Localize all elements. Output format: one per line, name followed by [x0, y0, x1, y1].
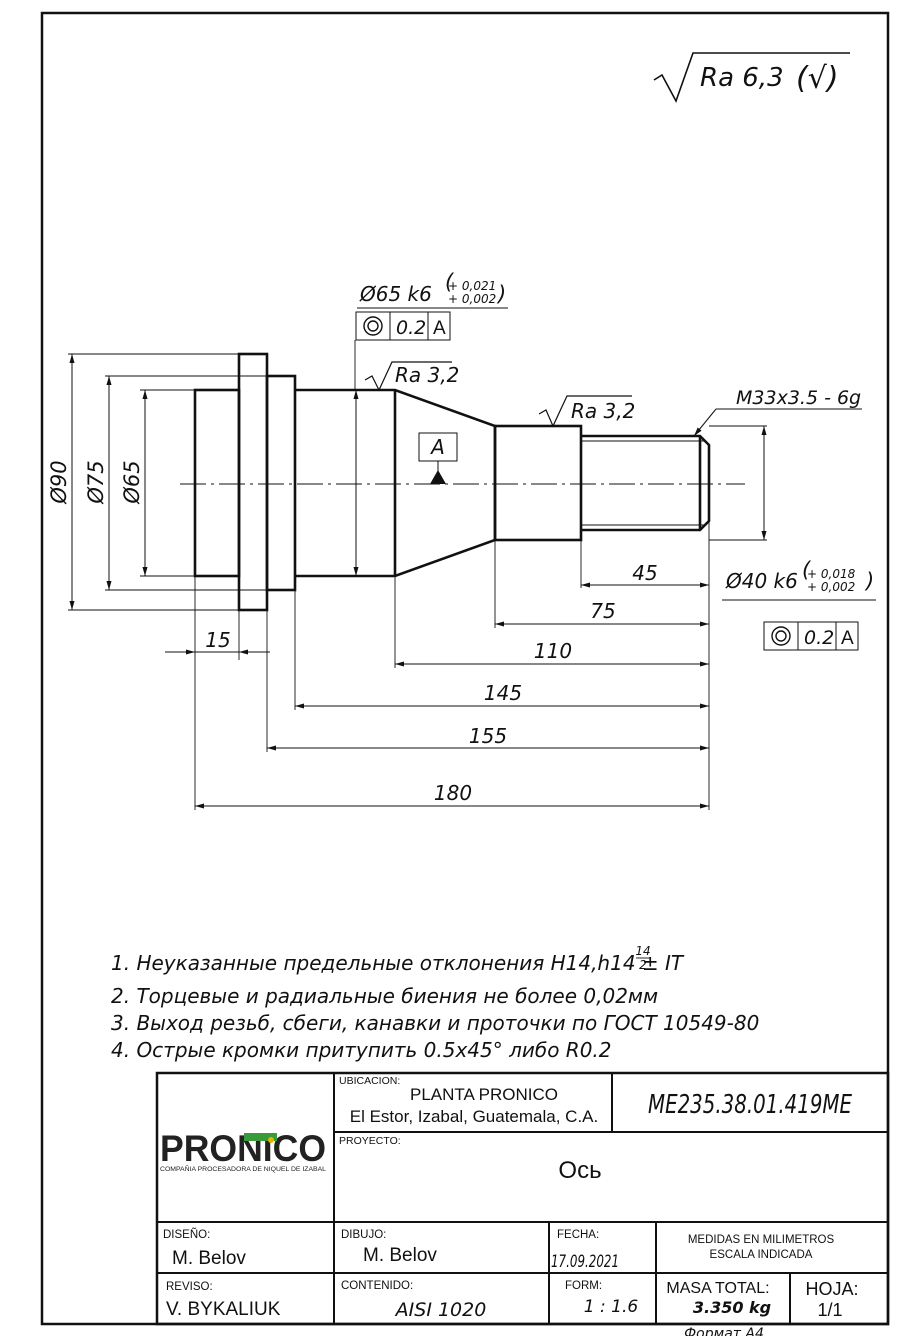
- svg-text:(: (: [445, 270, 454, 294]
- form-label: FORM:: [565, 1280, 602, 1292]
- length-dimensions: 45 75 110 145 155 180 15: [165, 561, 709, 809]
- fecha-value: 17.09.2021: [551, 1252, 619, 1272]
- fit-d40-upper: + 0,018: [807, 567, 856, 581]
- ubicacion-label: UBICACION:: [339, 1075, 400, 1087]
- svg-text:): ): [496, 282, 506, 306]
- drawing-number: ME235.38.01.419ME: [648, 1090, 852, 1120]
- fecha-label: FECHA:: [557, 1229, 599, 1241]
- svg-text:): ): [864, 569, 874, 593]
- masa-value: 3.350 kg: [693, 1298, 771, 1317]
- runout-2-datum: A: [841, 628, 854, 649]
- fit-d40-lower: + 0,002: [807, 580, 855, 594]
- diseno-label: DISEÑO:: [163, 1228, 210, 1241]
- reviso-label: REVISO:: [166, 1281, 213, 1293]
- logo-dot: [268, 1137, 274, 1143]
- logo-green-band: [244, 1133, 277, 1141]
- svg-text:(: (: [802, 558, 811, 582]
- note-1-fraction-num: 14: [635, 944, 650, 958]
- fit-d65-label: Ø65 k6: [359, 282, 432, 306]
- thread-callout: M33x3.5 - 6g: [693, 387, 862, 437]
- dim-d75: Ø75: [84, 460, 108, 504]
- note-3: 3. Выход резьб, сбеги, канавки и проточк…: [111, 1011, 759, 1035]
- datum-a-label: A: [429, 435, 445, 459]
- contenido-value: AISI 1020: [394, 1299, 487, 1321]
- dim-45: 45: [632, 561, 657, 585]
- general-roughness: Ra 6,3 (√): [653, 52, 850, 103]
- thread-label: M33x3.5 - 6g: [736, 387, 861, 409]
- hoja-value: 1/1: [817, 1300, 842, 1320]
- roughness-mark-2: Ra 3,2: [538, 395, 635, 428]
- fit-d65-lower: + 0,002: [448, 292, 496, 306]
- note-4: 4. Острые кромки притупить 0.5x45° либо …: [111, 1038, 612, 1062]
- pronico-logo: PRONICO COMPAÑIA PROCESADORA DE NIQUEL D…: [160, 1128, 327, 1173]
- dim-15: 15: [205, 628, 230, 652]
- hoja-label: HOJA:: [805, 1279, 858, 1299]
- concentricity-icon: [771, 626, 791, 646]
- ubicacion-line1: PLANTA PRONICO: [410, 1085, 558, 1104]
- runout-frame-1: 0.2 A: [355, 311, 451, 341]
- contenido-label: CONTENIDO:: [341, 1280, 413, 1292]
- datum-feature-a: A: [418, 432, 458, 484]
- title-block: PRONICO COMPAÑIA PROCESADORA DE NIQUEL D…: [155, 1071, 890, 1326]
- reviso-value: V. BYKALIUK: [166, 1299, 281, 1320]
- fit-d40-label: Ø40 k6: [725, 569, 798, 593]
- fit-d65-upper: + 0,021: [448, 279, 496, 293]
- diseno-value: M. Belov: [172, 1248, 246, 1269]
- dim-75: 75: [590, 599, 615, 623]
- note-1: 1. Неуказанные предельные отклонения Н14…: [111, 951, 685, 975]
- logo-caption: COMPAÑIA PROCESADORA DE NIQUEL DE IZABAL: [160, 1166, 327, 1173]
- dim-145: 145: [484, 681, 522, 705]
- sheet-format: Формат А4: [684, 1326, 764, 1336]
- datum-triangle-icon: [430, 470, 446, 484]
- dim-180: 180: [434, 781, 472, 805]
- general-roughness-bracket: (√): [796, 61, 839, 96]
- proyecto-label: PROYECTO:: [339, 1135, 401, 1147]
- runout-frame-2: 0.2 A: [763, 621, 859, 651]
- dim-d90: Ø90: [47, 460, 71, 504]
- runout-1-value: 0.2: [396, 317, 426, 339]
- note-2: 2. Торцевые и радиальные биения не более…: [111, 984, 658, 1008]
- roughness-2-value: Ra 3,2: [571, 399, 635, 423]
- dibujo-value: M. Belov: [363, 1245, 437, 1266]
- dibujo-label: DIBUJO:: [341, 1229, 386, 1241]
- dim-110: 110: [534, 639, 572, 663]
- fit-d40: Ø40 k6 ( + 0,018 + 0,002 ): [722, 558, 876, 601]
- form-value: 1 : 1.6: [584, 1297, 639, 1317]
- proyecto-value: Ось: [558, 1157, 601, 1184]
- roughness-1-value: Ra 3,2: [395, 363, 459, 387]
- runout-1-datum: A: [433, 318, 446, 339]
- logo-text: PRONICO: [160, 1128, 326, 1169]
- runout-2-value: 0.2: [804, 627, 834, 649]
- concentricity-icon: [363, 316, 383, 336]
- dim-d65: Ø65: [120, 460, 144, 504]
- technical-notes: 1. Неуказанные предельные отклонения Н14…: [111, 944, 759, 1062]
- general-roughness-value: Ra 6,3: [700, 63, 784, 93]
- medidas-line1: MEDIDAS EN MILIMETROS: [688, 1234, 835, 1246]
- note-1-fraction-den: 2: [639, 958, 647, 972]
- roughness-mark-1: Ra 3,2: [364, 361, 459, 392]
- medidas-line2: ESCALA INDICADA: [710, 1249, 813, 1261]
- ubicacion-line2: El Estor, Izabal, Guatemala, C.A.: [350, 1107, 599, 1126]
- fit-d65: Ø65 k6 ( + 0,021 + 0,002 ): [357, 270, 508, 309]
- extension-lines: [68, 340, 767, 810]
- masa-label: MASA TOTAL:: [666, 1280, 769, 1297]
- dim-155: 155: [469, 724, 507, 748]
